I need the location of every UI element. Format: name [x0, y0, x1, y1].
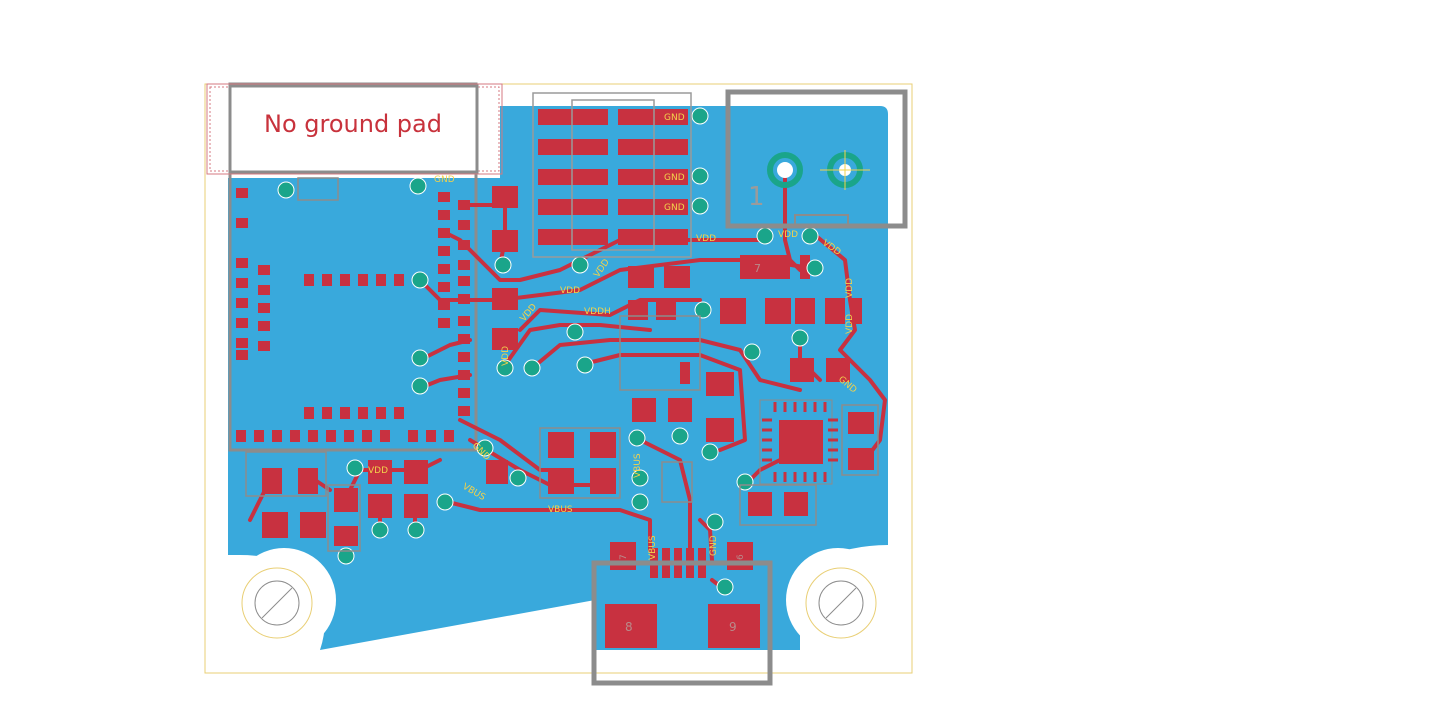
net-label-vbus: VBUS	[633, 453, 643, 478]
net-label-gnd: GND	[709, 535, 719, 556]
pin-number-7: 7	[619, 554, 629, 560]
vias	[277, 107, 824, 596]
no-ground-pad-annotation: No ground pad	[206, 83, 503, 175]
usb-connector-outline	[591, 560, 773, 686]
net-label-gnd: GND	[664, 173, 685, 183]
smd-pads	[236, 109, 874, 648]
qfn-chip	[759, 399, 838, 485]
net-label-gnd: GND	[434, 175, 455, 185]
net-label-vdd: VDD	[696, 234, 716, 244]
net-label-vbus: VBUS	[648, 535, 658, 560]
mounting-hole-left	[241, 567, 313, 639]
net-label-vdd: VDD	[501, 346, 511, 366]
net-label-vbus: VBUS	[548, 505, 573, 515]
th-connector	[725, 89, 908, 229]
net-label-gnd: GND	[664, 113, 685, 123]
net-label-vdd: VDD	[778, 230, 798, 240]
mounting-hole-right	[805, 567, 877, 639]
net-label-vdd: VDD	[845, 314, 855, 334]
pin-number-6: 6	[736, 554, 746, 560]
net-label-vdd: VDD	[845, 278, 855, 298]
net-label-vdd: VDD	[560, 286, 580, 296]
pin-number-7: 7	[754, 262, 761, 275]
pin-number-1: 1	[748, 182, 765, 212]
pin-number-8: 8	[625, 620, 633, 634]
silkscreen-outlines	[245, 177, 879, 552]
pin-numbers: 1 8 9 7 6 7	[619, 182, 765, 634]
no-ground-pad-label: No ground pad	[264, 110, 442, 138]
header-outline	[532, 92, 692, 258]
pin-number-9: 9	[729, 620, 737, 634]
net-label-vddh: VDDH	[584, 307, 611, 317]
net-label-vdd: VDD	[368, 466, 388, 476]
net-label-gnd: GND	[664, 203, 685, 213]
